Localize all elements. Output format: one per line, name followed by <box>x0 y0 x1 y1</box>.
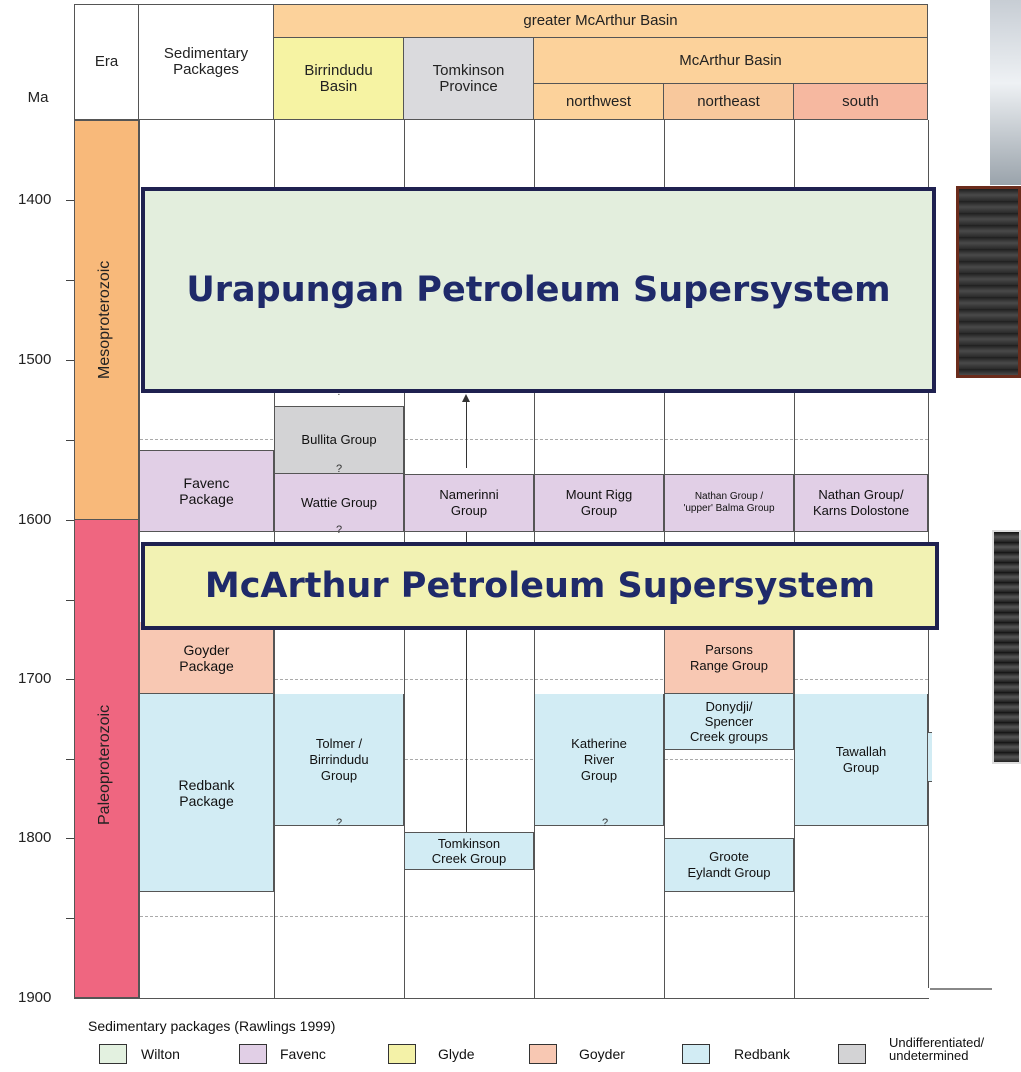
era-mesoproterozoic-label: Mesoproterozoic <box>96 260 113 380</box>
uncertain-mark: ? <box>336 817 343 829</box>
grid-line-stub <box>930 988 992 990</box>
grid-line <box>139 120 140 998</box>
axis-tick <box>66 759 74 760</box>
era-paleoproterozoic-bar <box>74 520 139 998</box>
header-mcarthur-basin: McArthur Basin <box>534 38 928 84</box>
uncertain-mark: ? <box>336 463 343 475</box>
legend-swatch-undifferentiated <box>838 1044 866 1064</box>
photo-sky <box>990 0 1021 185</box>
arrow-line-lower <box>466 532 467 832</box>
legend-label-redbank: Redbank <box>734 1046 791 1062</box>
mount-rigg-group: Mount Rigg Group <box>534 474 664 532</box>
uncertain-mark: ? <box>602 817 609 829</box>
axis-tick <box>66 440 74 441</box>
axis-tick <box>66 600 74 601</box>
namerinni-group: Namerinni Group <box>404 474 534 532</box>
header-greater-mcarthur-basin: greater McArthur Basin <box>274 4 928 38</box>
photo-core-tray-2 <box>992 530 1021 764</box>
header-sedimentary-packages: Sedimentary Packages <box>139 4 274 120</box>
header-era: Era <box>74 4 139 120</box>
nathan-karns-group: Nathan Group/ Karns Dolostone <box>794 474 928 532</box>
katherine-river-group: Katherine River Group <box>534 694 664 826</box>
era-mesoproterozoic-bar <box>74 120 139 520</box>
uncertain-mark: ? <box>336 524 343 536</box>
axis-tick-label: 1500 <box>18 351 52 368</box>
axis-tick-label: 1700 <box>18 670 52 687</box>
favenc-package: Favenc Package <box>139 450 274 532</box>
arrow-line <box>466 398 467 468</box>
legend-label-undifferentiated: Undifferentiated/ undetermined <box>889 1035 985 1063</box>
legend-swatch-favenc <box>239 1044 267 1064</box>
dashed-line <box>140 679 928 680</box>
groote-eylandt-group: Groote Eylandt Group <box>664 838 794 892</box>
tawallah-extension <box>928 732 932 782</box>
bullita-group: Bullita Group <box>274 406 404 474</box>
nathan-balma-group: Nathan Group / 'upper' Balma Group <box>664 474 794 532</box>
legend-title: Sedimentary packages (Rawlings 1999) <box>88 1018 336 1034</box>
legend-label-glyde: Glyde <box>438 1046 475 1062</box>
legend-swatch-glyde <box>388 1044 416 1064</box>
grid-line-bottom <box>74 998 929 999</box>
header-northeast: northeast <box>664 84 794 120</box>
header-south: south <box>794 84 928 120</box>
redbank-package: Redbank Package <box>139 694 274 892</box>
header-ma: Ma <box>27 89 49 106</box>
axis-tick-label: 1900 <box>18 989 52 1006</box>
axis-tick-label: 1600 <box>18 511 52 528</box>
axis-tick <box>66 200 74 201</box>
urapungan-supersystem-banner: Urapungan Petroleum Supersystem <box>141 187 936 393</box>
axis-tick-label: 1800 <box>18 829 52 846</box>
legend-label-wilton: Wilton <box>141 1046 180 1062</box>
axis-tick <box>66 360 74 361</box>
header-birrindudu-basin: Birrindudu Basin <box>274 38 404 120</box>
legend-swatch-goyder <box>529 1044 557 1064</box>
photo-core-tray-1 <box>956 186 1021 378</box>
axis-tick <box>66 280 74 281</box>
header-tomkinson-province: Tomkinson Province <box>404 38 534 120</box>
axis-tick <box>66 679 74 680</box>
tolmer-birrindudu-group: Tolmer / Birrindudu Group <box>274 694 404 826</box>
dashed-line <box>140 439 928 440</box>
axis-tick <box>66 520 74 521</box>
axis-tick <box>66 838 74 839</box>
era-paleoproterozoic-label: Paleoproterozoic <box>96 704 113 826</box>
tomkinson-creek-group: Tomkinson Creek Group <box>404 832 534 870</box>
goyder-package: Goyder Package <box>139 622 274 694</box>
header-northwest: northwest <box>534 84 664 120</box>
legend-swatch-redbank <box>682 1044 710 1064</box>
parsons-range-group: Parsons Range Group <box>664 622 794 694</box>
legend-label-favenc: Favenc <box>280 1046 326 1062</box>
dashed-line <box>140 916 928 917</box>
donydji-spencer-group: Donydji/ Spencer Creek groups <box>664 694 794 750</box>
tawallah-group: Tawallah Group <box>794 694 928 826</box>
legend-label-goyder: Goyder <box>579 1046 625 1062</box>
mcarthur-supersystem-banner: McArthur Petroleum Supersystem <box>141 542 939 630</box>
axis-tick-label: 1400 <box>18 191 52 208</box>
wattie-group: Wattie Group <box>274 474 404 532</box>
axis-tick <box>66 918 74 919</box>
legend-swatch-wilton <box>99 1044 127 1064</box>
arrow-head-icon <box>462 394 470 402</box>
